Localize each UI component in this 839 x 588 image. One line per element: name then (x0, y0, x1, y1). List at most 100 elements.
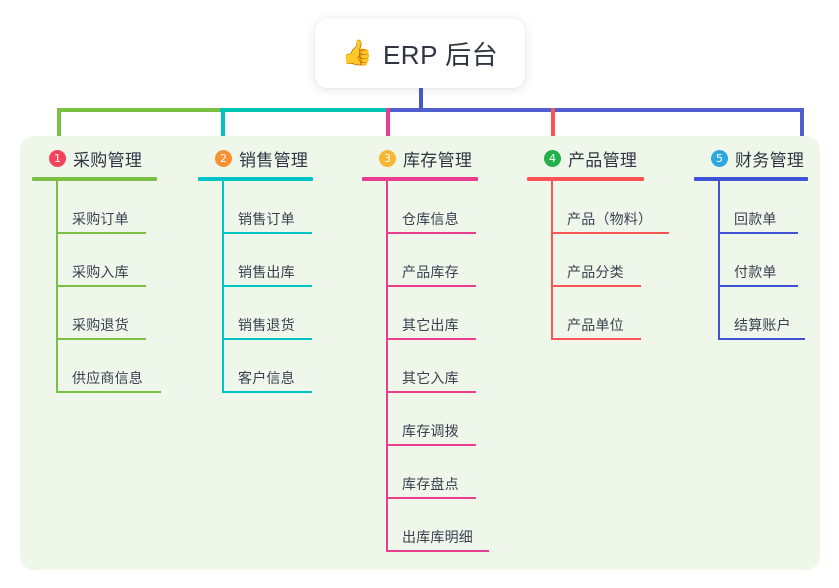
leaf-item-label: 采购入库 (72, 264, 129, 280)
column-header-5[interactable]: 5 财务管理 (694, 146, 808, 170)
column-title-5: 财务管理 (735, 150, 805, 170)
leaf-item-rule (56, 232, 146, 234)
leaf-item-label: 仓库信息 (402, 211, 459, 227)
leaf-item-rule (222, 391, 312, 393)
leaf-item[interactable]: 采购入库 (56, 234, 157, 287)
leaf-item[interactable]: 产品库存 (386, 234, 478, 287)
column-spine-3 (386, 181, 388, 552)
connector-cap-right (800, 108, 804, 142)
leaf-item-label: 库存调拨 (402, 423, 459, 439)
leaf-item[interactable]: 付款单 (718, 234, 808, 287)
column-items-5: 回款单付款单结算账户 (718, 181, 808, 340)
leaf-item-rule (386, 444, 476, 446)
thumbs-up-icon: 👍 (341, 38, 373, 67)
leaf-item-rule (718, 285, 798, 287)
column-items-4: 产品（物料） 产品分类产品单位 (551, 181, 669, 340)
connector-bus-segment-1 (57, 108, 222, 112)
column-badge-1: 1 (49, 149, 66, 167)
leaf-item-label: 销售出库 (238, 264, 295, 280)
leaf-item-rule (551, 285, 641, 287)
leaf-item-label: 结算账户 (734, 317, 791, 333)
leaf-item-rule (386, 232, 476, 234)
column-items-1: 采购订单采购入库采购退货供应商信息 (56, 181, 161, 393)
leaf-item-rule (551, 232, 669, 234)
leaf-item[interactable]: 其它出库 (386, 287, 478, 340)
column-title-2: 销售管理 (239, 150, 309, 170)
column-rule-4 (527, 177, 644, 181)
root-node-title: ERP 后台 (382, 39, 499, 70)
leaf-item[interactable]: 仓库信息 (386, 181, 478, 234)
column-header-4[interactable]: 4 产品管理 (527, 146, 652, 170)
leaf-item-rule (551, 338, 641, 340)
leaf-item-rule (56, 285, 146, 287)
column-badge-3: 3 (379, 149, 396, 167)
leaf-item[interactable]: 销售出库 (222, 234, 313, 287)
leaf-item[interactable]: 回款单 (718, 181, 808, 234)
leaf-item-label: 出库库明细 (402, 529, 473, 545)
leaf-item-rule (386, 338, 476, 340)
connector-drop-2 (221, 108, 225, 142)
leaf-item-label: 销售订单 (238, 211, 295, 227)
leaf-item-label: 回款单 (734, 211, 777, 227)
leaf-item[interactable]: 出库库明细 (386, 499, 489, 552)
leaf-item-rule (386, 497, 476, 499)
leaf-item[interactable]: 结算账户 (718, 287, 808, 340)
column-spine-2 (222, 181, 224, 393)
column-spine-5 (718, 181, 720, 340)
leaf-item[interactable]: 采购订单 (56, 181, 157, 234)
leaf-item-label: 采购退货 (72, 317, 129, 333)
leaf-item-label: 其它入库 (402, 370, 459, 386)
leaf-item-label: 库存盘点 (402, 476, 459, 492)
leaf-item[interactable]: 库存盘点 (386, 446, 478, 499)
leaf-item[interactable]: 销售退货 (222, 287, 313, 340)
leaf-item[interactable]: 客户信息 (222, 340, 313, 393)
column-rule-1 (32, 177, 157, 181)
leaf-item-label: 销售退货 (238, 317, 295, 333)
leaf-item-rule (56, 338, 146, 340)
leaf-item[interactable]: 产品分类 (551, 234, 652, 287)
leaf-item-label: 产品（物料） (567, 211, 653, 227)
leaf-item-label: 其它出库 (402, 317, 459, 333)
leaf-item[interactable]: 供应商信息 (56, 340, 161, 393)
column-items-3: 仓库信息产品库存其它出库其它入库库存调拨库存盘点出库库明细 (386, 181, 489, 552)
connector-cap-left (57, 108, 61, 142)
leaf-item-rule (718, 232, 798, 234)
connector-stem-root (419, 88, 423, 110)
leaf-item-label: 供应商信息 (72, 370, 143, 386)
connector-drop-4 (551, 108, 555, 142)
leaf-item-rule (222, 232, 312, 234)
leaf-item-label: 付款单 (734, 264, 777, 280)
column-title-4: 产品管理 (568, 150, 638, 170)
connector-bus-segment-3 (386, 108, 804, 112)
leaf-item-rule (222, 338, 312, 340)
leaf-item-rule (386, 550, 489, 552)
leaf-item-rule (56, 391, 161, 393)
leaf-item[interactable]: 销售订单 (222, 181, 313, 234)
leaf-item-label: 产品单位 (567, 317, 624, 333)
column-badge-4: 4 (544, 149, 561, 167)
connector-drop-3 (386, 108, 390, 142)
leaf-item[interactable]: 产品（物料） (551, 181, 669, 234)
leaf-item[interactable]: 库存调拨 (386, 393, 478, 446)
leaf-item-label: 产品分类 (567, 264, 624, 280)
column-spine-1 (56, 181, 58, 393)
leaf-item[interactable]: 其它入库 (386, 340, 478, 393)
root-node-card[interactable]: 👍 ERP 后台 (315, 18, 525, 88)
column-badge-5: 5 (711, 149, 728, 167)
leaf-item-rule (222, 285, 312, 287)
leaf-item-label: 采购订单 (72, 211, 129, 227)
leaf-item[interactable]: 产品单位 (551, 287, 652, 340)
column-产品管理: 4 产品管理产品（物料） 产品分类产品单位 (527, 146, 669, 340)
column-spine-4 (551, 181, 553, 340)
connector-bus-segment-2 (220, 108, 387, 112)
leaf-item[interactable]: 采购退货 (56, 287, 157, 340)
leaf-item-rule (718, 338, 805, 340)
root-node-inner: 👍 ERP 后台 (342, 35, 498, 72)
column-rule-2 (198, 177, 313, 181)
